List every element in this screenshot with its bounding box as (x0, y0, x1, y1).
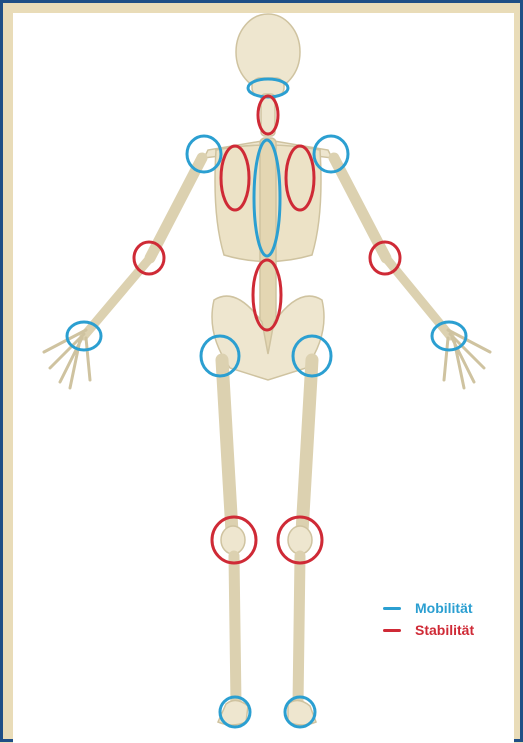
mobility-swatch (383, 607, 401, 610)
left-tibia (234, 556, 236, 704)
left-femur (222, 360, 232, 532)
stability-swatch (383, 629, 401, 632)
legend: Mobilität Stabilität (383, 600, 474, 638)
legend-label-stability: Stabilität (415, 622, 474, 638)
left-humerus (150, 158, 202, 258)
right-patella (288, 526, 312, 554)
legend-item-mobility: Mobilität (383, 600, 474, 616)
right-femur (302, 360, 312, 532)
left-patella (221, 526, 245, 554)
legend-item-stability: Stabilität (383, 622, 474, 638)
legend-label-mobility: Mobilität (415, 600, 473, 616)
right-tibia (298, 556, 300, 704)
